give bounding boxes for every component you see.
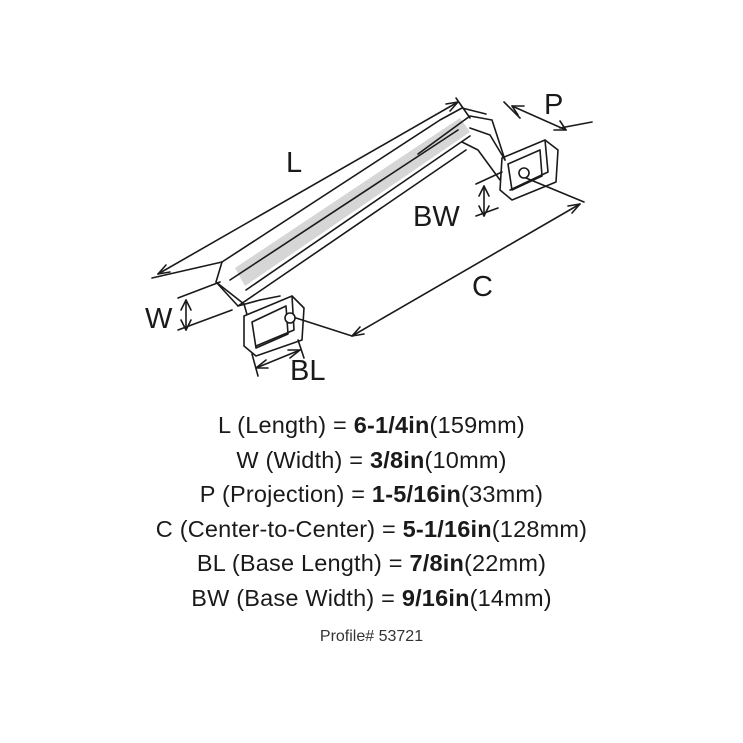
- spec-length: L (Length) = 6-1/4in(159mm): [0, 408, 743, 443]
- spec-abbr: BW: [191, 584, 230, 611]
- label-W: W: [145, 303, 173, 335]
- spec-name: (Base Length) =: [231, 550, 410, 577]
- spec-imperial: 1-5/16in: [371, 481, 462, 508]
- left-screw-hole-icon: [284, 312, 296, 324]
- spec-metric: (10mm): [424, 446, 507, 473]
- spec-abbr: C: [155, 515, 173, 542]
- spec-imperial: 5-1/16in: [402, 515, 492, 542]
- spec-abbr: BL: [196, 550, 226, 577]
- spec-name: (Center-to-Center) =: [179, 515, 403, 542]
- length-dimension: [151, 97, 471, 279]
- label-L: L: [286, 147, 302, 179]
- profile-number: Profile# 53721: [319, 628, 424, 645]
- base-length-dimension: [251, 339, 305, 377]
- projection-dimension: [503, 101, 593, 131]
- spec-imperial: 6-1/4in: [353, 412, 430, 438]
- spec-base-width: BW (Base Width) = 9/16in(14mm): [0, 581, 743, 616]
- label-P: P: [544, 89, 563, 121]
- spec-name: (Length) =: [237, 412, 354, 438]
- spec-imperial: 9/16in: [401, 584, 470, 611]
- spec-name: (Width) =: [265, 446, 370, 473]
- spec-metric: (128mm): [491, 515, 588, 542]
- handle-dimension-diagram: L P BW C W BL: [145, 89, 593, 387]
- spec-metric: (33mm): [461, 481, 544, 508]
- width-dimension: [177, 281, 233, 331]
- spec-center-to-center: C (Center-to-Center) = 5-1/16in(128mm): [0, 512, 743, 547]
- spec-imperial: 7/8in: [409, 550, 465, 577]
- spec-abbr: W: [236, 446, 259, 473]
- spec-width: W (Width) = 3/8in(10mm): [0, 443, 743, 478]
- spec-metric: (14mm): [469, 584, 552, 611]
- cabinet-handle-drawing: [215, 107, 559, 357]
- spec-abbr: P: [199, 481, 216, 508]
- center-to-center-dimension: [295, 177, 585, 337]
- spec-metric: (159mm): [429, 412, 525, 438]
- spec-base-length: BL (Base Length) = 7/8in(22mm): [0, 546, 743, 581]
- label-C: C: [472, 271, 493, 303]
- spec-abbr: L: [218, 412, 231, 438]
- spec-name: (Base Width) =: [236, 584, 402, 611]
- base-width-dimension: [475, 171, 503, 217]
- spec-metric: (22mm): [464, 550, 547, 577]
- label-BW: BW: [413, 201, 460, 233]
- spec-name: (Projection) =: [221, 481, 372, 508]
- right-screw-hole-icon: [518, 167, 530, 179]
- dimension-specs: L (Length) = 6-1/4in(159mm) W (Width) = …: [0, 408, 743, 616]
- spec-imperial: 3/8in: [369, 446, 425, 473]
- label-BL: BL: [290, 355, 325, 387]
- spec-projection: P (Projection) = 1-5/16in(33mm): [0, 477, 743, 512]
